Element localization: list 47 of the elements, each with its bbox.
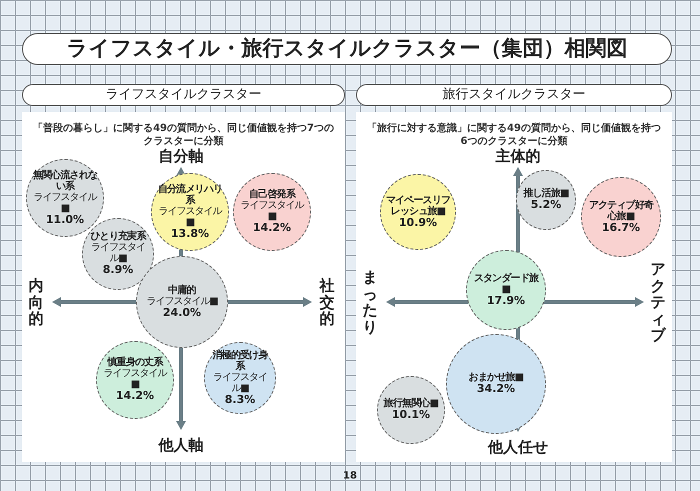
cluster-name: 自分流メリハリ系	[156, 184, 224, 206]
percentage-value: 34.2%	[476, 383, 516, 396]
percentage-value: 16.7%	[602, 222, 640, 234]
cluster-type: ライフスタイル■	[212, 372, 268, 394]
title-banner: ライフスタイル・旅行スタイルクラスター（集団）相関図	[22, 33, 672, 65]
description-text: 「普段の暮らし」に関する49の質問から、同じ価値観を持つ7つのクラスターに分類	[32, 122, 335, 148]
axis-label: 他人軸	[158, 434, 204, 456]
axis-label: アクティブ	[650, 260, 666, 344]
percentage-value: 13.8%	[170, 228, 210, 240]
axis-label: 他人任せ	[488, 436, 548, 458]
cluster-type: ライフスタイル■	[158, 206, 223, 228]
cluster-name: マイペースリフレッシュ旅■	[385, 194, 451, 217]
percentage-value: 10.9%	[398, 216, 438, 230]
page-number: 18	[343, 470, 357, 484]
cluster-type: ライフスタイル■	[102, 368, 168, 390]
cluster-name: 中庸的	[168, 284, 196, 296]
percentage-value: 8.3%	[224, 394, 256, 406]
axis-label: 社交的	[320, 277, 334, 327]
cluster-name: 無関心流されない系	[32, 170, 98, 192]
percentage-value: 24.0%	[162, 306, 202, 320]
cluster-name: 慎重身の丈系	[107, 357, 163, 368]
cluster-name: 消極的受け身系	[211, 350, 270, 372]
axis-label: まったり	[362, 269, 378, 335]
description-text: 「旅行に対する意識」に関する49の質問から、同じ価値観を持つ6つのクラスターに分類	[366, 122, 662, 148]
cluster-name: 旅行無関心■	[384, 398, 438, 410]
section-header: 旅行スタイルクラスター	[356, 84, 672, 106]
percentage-value: 5.2%	[530, 199, 562, 212]
cluster-name: アクティブ好奇心旅■	[588, 200, 655, 222]
cluster-name: 推し活旅■	[523, 188, 569, 200]
percentage-value: 14.2%	[116, 390, 154, 403]
percentage-value: 10.1%	[392, 409, 430, 422]
cluster-name: ひとり充実系	[90, 231, 146, 242]
axis-label: 主体的	[496, 146, 540, 167]
cluster-name: スタンダード旅■	[472, 272, 540, 295]
cluster-name: 自己啓発系	[248, 189, 295, 200]
cluster-type: ライフスタイル■	[146, 296, 218, 307]
cluster-type: ライフスタイル■	[240, 200, 305, 222]
cluster-type: ライフスタイル■	[32, 192, 98, 214]
axis-label: 内向的	[28, 277, 44, 327]
percentage-value: 14.2%	[252, 222, 292, 235]
axis-label: 自分軸	[158, 146, 204, 167]
percentage-value: 11.0%	[46, 214, 84, 226]
section-header: ライフスタイルクラスター	[22, 84, 345, 106]
cluster-type: ライフスタイル■	[90, 242, 146, 264]
cluster-name: おまかせ旅■	[468, 372, 524, 384]
percentage-value: 8.9%	[102, 264, 134, 277]
percentage-value: 17.9%	[486, 294, 526, 308]
